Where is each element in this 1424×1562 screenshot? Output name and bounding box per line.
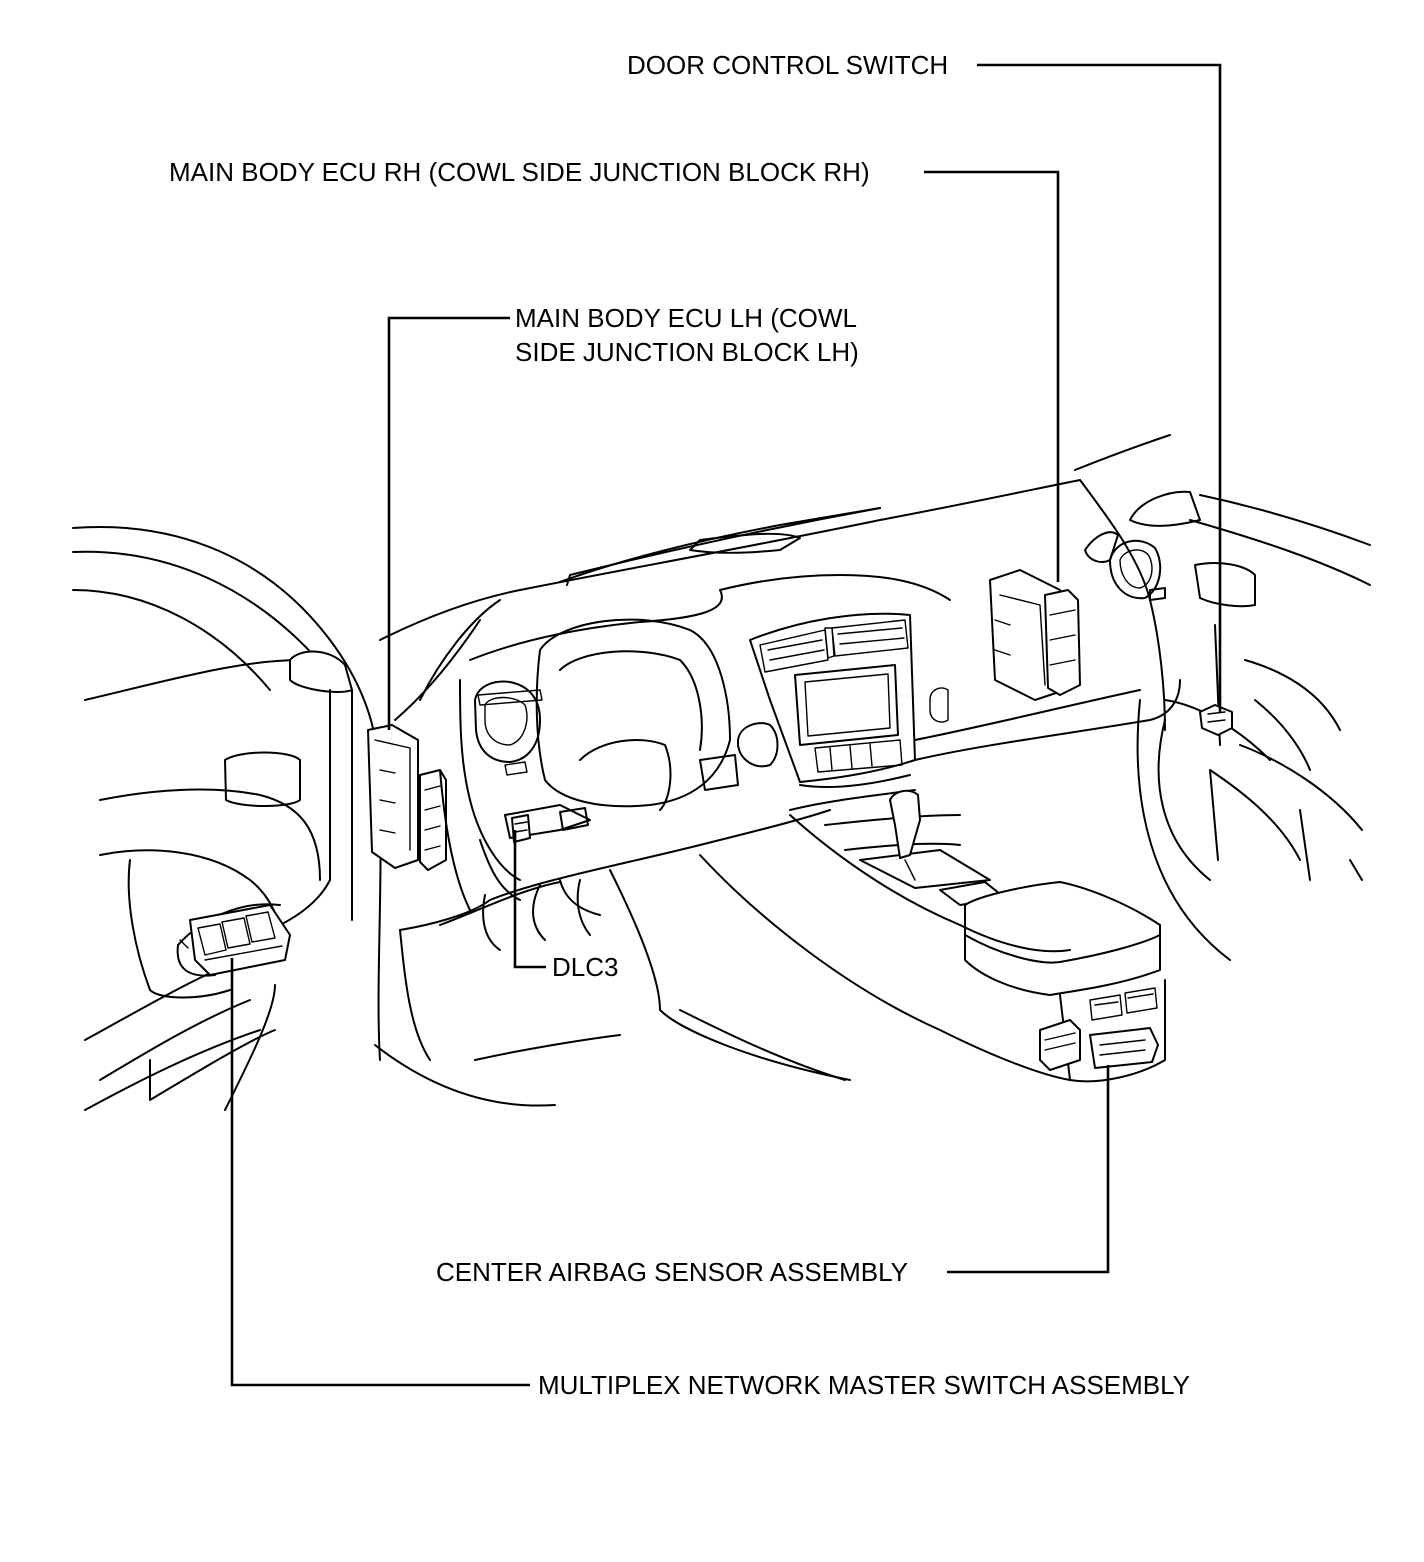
label-dlc3: DLC3 xyxy=(552,952,619,982)
leader-center-airbag-sensor xyxy=(947,1065,1110,1274)
right-dash-illustration xyxy=(914,490,1201,761)
main-body-ecu-rh-illustration xyxy=(989,569,1081,701)
right-door-illustration xyxy=(1136,494,1371,961)
center-console-illustration xyxy=(609,789,1166,1083)
multiplex-master-switch-illustration xyxy=(179,904,291,976)
label-main-body-ecu-lh-line2: SIDE JUNCTION BLOCK LH) xyxy=(515,337,859,367)
label-main-body-ecu-rh: MAIN BODY ECU RH (COWL SIDE JUNCTION BLO… xyxy=(169,157,870,187)
dlc3-illustration xyxy=(511,814,531,843)
leader-multiplex-master-switch xyxy=(230,958,530,1387)
leader-dlc3 xyxy=(513,830,546,969)
label-center-airbag-sensor: CENTER AIRBAG SENSOR ASSEMBLY xyxy=(436,1257,908,1287)
center-airbag-sensor-illustration xyxy=(1039,1019,1081,1071)
leader-main-body-ecu-lh xyxy=(387,316,510,730)
center-stack-illustration xyxy=(749,612,949,811)
label-main-body-ecu-lh-line1: MAIN BODY ECU LH (COWL xyxy=(515,303,857,333)
label-multiplex-master-switch: MULTIPLEX NETWORK MASTER SWITCH ASSEMBLY xyxy=(538,1370,1191,1400)
label-door-control-switch: DOOR CONTROL SWITCH xyxy=(627,50,949,80)
dashboard-illustration xyxy=(379,434,1171,951)
floor-illustration xyxy=(474,879,846,1081)
main-body-ecu-lh-illustration xyxy=(367,724,447,871)
door-control-switch-illustration xyxy=(1199,704,1233,736)
leader-door-control-switch xyxy=(977,63,1222,712)
leader-lines xyxy=(230,63,1222,1387)
left-door-illustration xyxy=(72,526,379,1111)
leader-main-body-ecu-rh xyxy=(924,170,1060,582)
a-pillar-illustration xyxy=(374,599,556,1107)
